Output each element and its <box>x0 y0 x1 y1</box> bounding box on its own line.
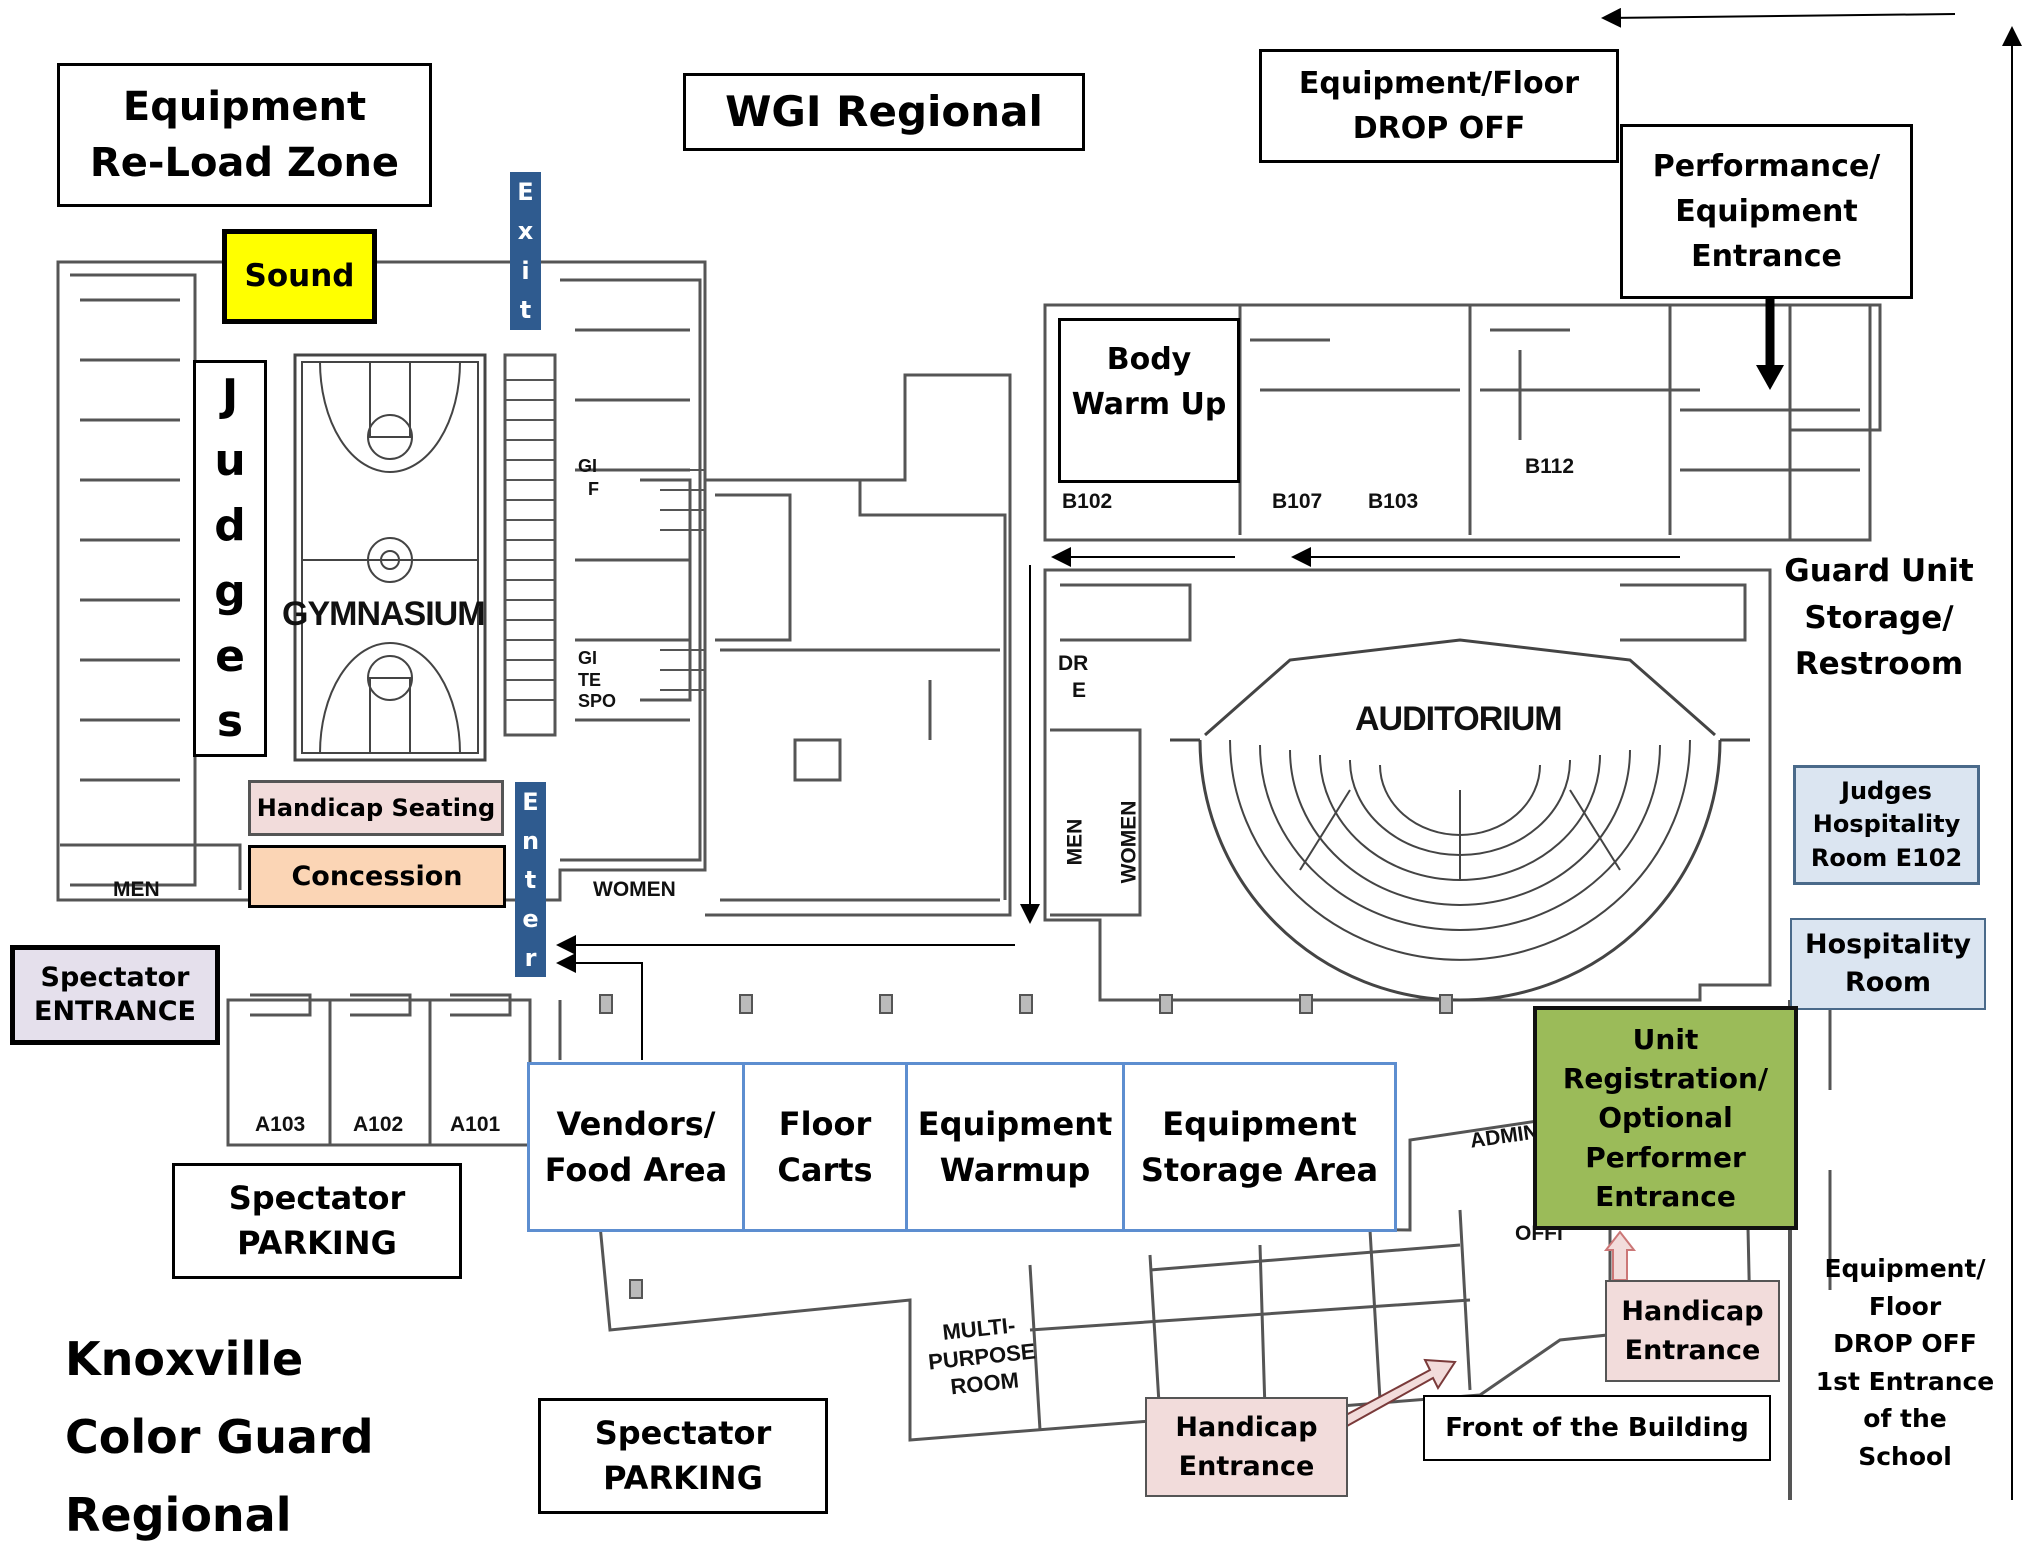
exit-door-label[interactable]: E x i t <box>510 172 541 330</box>
room-a103: A103 <box>255 1113 306 1136</box>
auditorium-seating <box>1170 638 1750 1002</box>
dr-label: DR E <box>1058 652 1089 703</box>
front-of-building-label: Front of the Building <box>1423 1395 1771 1461</box>
judges-hospitality-label: Judges Hospitality Room E102 <box>1793 765 1980 885</box>
body-warmup-label: Body Warm Up <box>1058 318 1240 483</box>
vendors-area-label: Vendors/ Food Area <box>527 1062 745 1232</box>
hospitality-room-label: Hospitality Room <box>1790 918 1986 1010</box>
auditorium-outline <box>1043 568 1772 1002</box>
handicap-arrow-right <box>1603 1230 1637 1281</box>
multipurpose-room-label: MULTI- PURPOSE ROOM <box>926 1312 1037 1400</box>
equipment-warmup-label: Equipment Warmup <box>905 1062 1125 1232</box>
men-restroom-mid: MEN <box>1063 818 1087 866</box>
event-title: Knoxville Color Guard Regional <box>65 1332 374 1543</box>
unit-registration-label[interactable]: Unit Registration/ Optional Performer En… <box>1533 1006 1798 1230</box>
handicap-seating-label: Handicap Seating <box>248 780 504 836</box>
spectator-entrance-label[interactable]: Spectator ENTRANCE <box>10 945 220 1045</box>
handicap-entrance-bottom-label[interactable]: Handicap Entrance <box>1145 1397 1348 1497</box>
room-b107: B107 <box>1272 490 1323 513</box>
equipment-storage-label: Equipment Storage Area <box>1122 1062 1397 1232</box>
floor-carts-label: Floor Carts <box>742 1062 908 1232</box>
middle-building-outline <box>705 373 1012 917</box>
men-restroom-left: MEN <box>113 878 160 901</box>
gymnasium-label: GYMNASIUM <box>282 595 486 633</box>
gym-building-outline <box>56 260 707 902</box>
room-b103: B103 <box>1368 490 1419 513</box>
spectator-parking-1-label: Spectator PARKING <box>172 1163 462 1279</box>
admin-wing-outline <box>598 1088 1752 1442</box>
reload-zone-label: Equipment Re-Load Zone <box>57 63 432 207</box>
b-wing-outline <box>1043 303 1872 542</box>
room-a102: A102 <box>353 1113 404 1136</box>
auditorium-label: AUDITORIUM <box>1355 700 1563 738</box>
dropoff-side-label: Equipment/ Floor DROP OFF 1st Entrance o… <box>1815 1254 1995 1471</box>
room-a101: A101 <box>450 1113 501 1136</box>
gi-label-1: GI F <box>578 456 599 500</box>
sound-label: Sound <box>222 229 377 324</box>
guard-unit-label: Guard Unit Storage/ Restroom <box>1784 553 1974 682</box>
room-b112: B112 <box>1525 455 1575 478</box>
spectator-parking-2-label: Spectator PARKING <box>538 1398 828 1514</box>
basketball-court <box>293 353 487 762</box>
arrow-top-left <box>1601 7 1956 28</box>
women-restroom-left: WOMEN <box>593 878 676 901</box>
women-restroom-mid: WOMEN <box>1117 800 1141 884</box>
enter-door-label[interactable]: E n t e r <box>515 782 546 977</box>
room-b102: B102 <box>1062 490 1113 513</box>
handicap-entrance-right-label[interactable]: Handicap Entrance <box>1605 1280 1780 1382</box>
performance-entrance-label[interactable]: Performance/ Equipment Entrance <box>1620 124 1913 299</box>
judges-label: J u d g e s <box>193 360 267 757</box>
arrow-up-to-enter <box>556 953 643 1060</box>
map-title: WGI Regional <box>683 73 1085 151</box>
dropoff-top-label: Equipment/Floor DROP OFF <box>1259 49 1619 163</box>
gi-label-2: GI TE SPO <box>578 648 617 712</box>
concession-label: Concession <box>248 845 506 908</box>
